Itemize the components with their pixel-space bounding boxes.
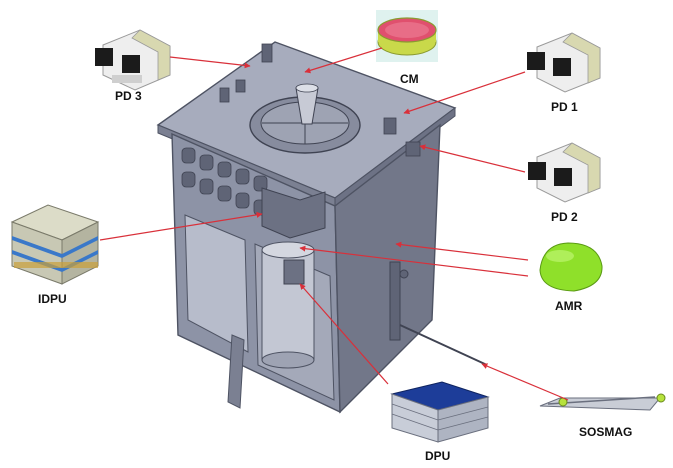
leader-amr-2: [299, 245, 529, 277]
side-rail: [389, 261, 401, 341]
sosmag-boom: [399, 324, 488, 366]
label-amr: AMR: [555, 299, 583, 313]
cm-mount-ring: [249, 83, 361, 154]
label-sosmag: SOSMAG: [579, 425, 633, 439]
leader-lines: [99, 47, 569, 401]
leader-dpu: [299, 283, 389, 385]
pd3-image: [95, 29, 171, 91]
label-pd3: PD 3: [115, 89, 142, 103]
leader-pd3: [169, 56, 251, 69]
front-panel-cutouts: [181, 147, 268, 216]
leader-pd2: [419, 144, 526, 173]
front-open-bay: [184, 214, 249, 353]
leader-idpu: [99, 211, 263, 241]
sosmag-image: [539, 393, 666, 411]
idpu-image: [10, 204, 100, 285]
deck-brackets: [219, 43, 421, 157]
leader-pd1: [403, 71, 526, 115]
amr-image: [539, 242, 603, 292]
satellite-structure: [156, 41, 457, 414]
leader-sosmag: [481, 363, 569, 401]
label-pd1: PD 1: [551, 100, 578, 114]
dpu-mount-box: [283, 259, 305, 285]
label-cm: CM: [400, 72, 419, 86]
leader-amr-1: [395, 241, 529, 261]
label-pd2: PD 2: [551, 210, 578, 224]
cm-image: [376, 10, 438, 62]
bottom-leg: [227, 334, 245, 409]
label-idpu: IDPU: [38, 292, 67, 306]
label-dpu: DPU: [425, 449, 451, 463]
pd1-image: [527, 32, 601, 93]
satellite-side-panel: [334, 123, 441, 414]
leader-cm: [304, 47, 383, 74]
dpu-image: [390, 381, 490, 443]
pd2-image: [528, 142, 601, 203]
idpu-mount-box: [261, 187, 326, 239]
